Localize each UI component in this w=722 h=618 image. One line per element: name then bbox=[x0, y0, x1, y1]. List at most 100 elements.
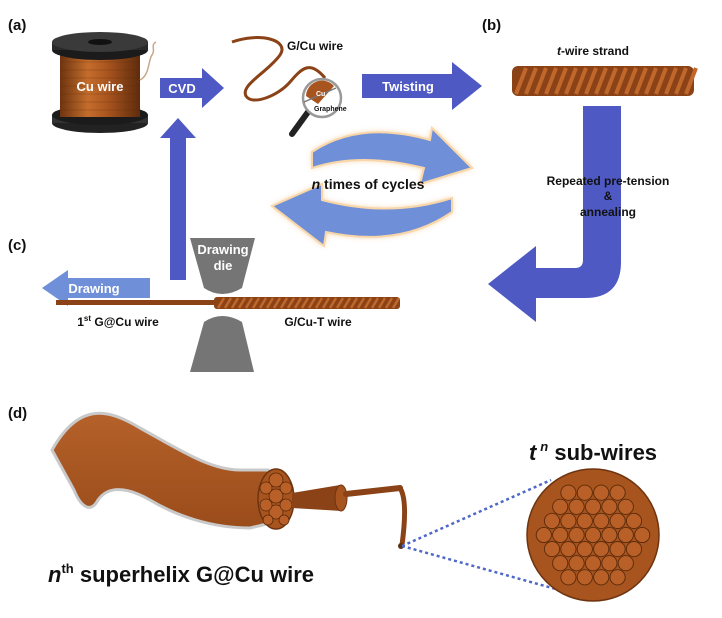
sub-wire bbox=[617, 526, 634, 544]
twist-stripe bbox=[314, 297, 324, 309]
twist-stripe bbox=[654, 67, 668, 95]
twist-stripe bbox=[293, 297, 303, 309]
twist-stripe bbox=[684, 67, 698, 95]
cvd-label: CVD bbox=[168, 81, 195, 96]
cycles-label: n times of cycles bbox=[312, 176, 425, 192]
svg-text:Repeated pre-tension: Repeated pre-tension bbox=[547, 174, 670, 188]
twist-stripe bbox=[321, 297, 331, 309]
twist-stripe bbox=[384, 297, 394, 309]
sub-wire bbox=[634, 526, 651, 544]
twist-stripe bbox=[335, 297, 345, 309]
sub-wire bbox=[560, 512, 577, 529]
sub-wire bbox=[568, 498, 585, 515]
sub-wire bbox=[552, 555, 569, 572]
twist-stripe bbox=[342, 297, 352, 309]
twist-stripe bbox=[674, 67, 688, 95]
sub-wire bbox=[601, 526, 618, 544]
twist-stripe bbox=[272, 297, 282, 309]
twist-stripe bbox=[363, 297, 373, 309]
twist-stripe bbox=[265, 297, 275, 309]
twisting-arrow: Twisting bbox=[362, 62, 482, 110]
drawing-label: Drawing bbox=[68, 281, 119, 296]
gcu-t-wire bbox=[214, 297, 401, 309]
sub-wire bbox=[584, 526, 602, 544]
strand-label: t-wire strand bbox=[557, 44, 629, 58]
svg-text:&: & bbox=[604, 189, 613, 203]
sub-wire bbox=[543, 512, 561, 529]
sub-wire bbox=[568, 555, 585, 572]
sub-wire bbox=[584, 555, 602, 572]
cu-wire-spool: Cu wire bbox=[52, 32, 157, 133]
sub-wire bbox=[609, 541, 626, 558]
sub-wire bbox=[576, 569, 593, 586]
sub-wire bbox=[576, 484, 593, 501]
sub-wire bbox=[625, 512, 643, 529]
subwire-cross-section bbox=[526, 468, 660, 602]
twist-stripe bbox=[584, 67, 598, 95]
sub-wire bbox=[609, 484, 626, 501]
sub-wire bbox=[593, 569, 610, 586]
gcu-wire-label: G/Cu wire bbox=[287, 39, 343, 53]
sub-wire bbox=[593, 512, 610, 529]
twist-stripe bbox=[664, 67, 678, 95]
panel-label-c: (c) bbox=[8, 237, 26, 254]
die-label-line2: die bbox=[214, 258, 233, 273]
twist-stripe bbox=[251, 297, 261, 309]
twist-stripe bbox=[624, 67, 638, 95]
twist-stripe bbox=[328, 297, 338, 309]
sub-wire bbox=[552, 526, 569, 544]
sub-wire bbox=[535, 526, 552, 544]
twist-stripe bbox=[244, 297, 254, 309]
twist-stripe bbox=[286, 297, 296, 309]
twist-stripe bbox=[544, 67, 558, 95]
sub-wire bbox=[593, 541, 610, 558]
die-label-line1: Drawing bbox=[197, 242, 248, 257]
panel-label-b: (b) bbox=[482, 17, 501, 34]
first-gcu-wire-label: 1st G@Cu wire bbox=[77, 314, 159, 329]
first-gcu-wire bbox=[56, 300, 214, 305]
twist-stripe bbox=[223, 297, 233, 309]
sub-wire bbox=[576, 541, 593, 558]
twist-stripe bbox=[279, 297, 289, 309]
sub-wire bbox=[625, 541, 643, 558]
twist-stripe bbox=[564, 67, 578, 95]
twist-stripe bbox=[216, 297, 226, 309]
twist-stripe bbox=[391, 297, 401, 309]
twist-stripe bbox=[370, 297, 380, 309]
sub-wire bbox=[601, 498, 618, 515]
magnifier-icon: Cu Graphene bbox=[289, 77, 347, 137]
cvd-arrow: CVD bbox=[160, 68, 224, 108]
twist-stripe bbox=[377, 297, 387, 309]
drawing-die: Drawing die bbox=[190, 238, 255, 372]
twist-stripe bbox=[604, 67, 618, 95]
gcu-wire: G/Cu wire bbox=[231, 36, 343, 102]
twist-stripe bbox=[300, 297, 310, 309]
sub-wire bbox=[576, 512, 593, 529]
sub-wire bbox=[617, 498, 634, 515]
drawing-arrow: Drawing bbox=[42, 270, 150, 306]
twist-stripe bbox=[634, 67, 648, 95]
panel-label-d: (d) bbox=[8, 405, 27, 422]
pretension-arrow bbox=[488, 106, 621, 322]
cycle-arrows bbox=[270, 125, 474, 248]
sub-wire bbox=[560, 541, 577, 558]
twist-stripe bbox=[237, 297, 247, 309]
twist-stripe bbox=[349, 297, 359, 309]
twist-stripe bbox=[534, 67, 548, 95]
svg-text:annealing: annealing bbox=[580, 205, 636, 219]
sub-wire bbox=[584, 498, 602, 515]
sub-wire bbox=[609, 569, 626, 586]
twist-stripe bbox=[594, 67, 608, 95]
sub-wire bbox=[560, 569, 577, 586]
inset-graphene-label: Graphene bbox=[314, 106, 347, 113]
sub-wire bbox=[568, 526, 585, 544]
inset-cu-label: Cu bbox=[316, 91, 325, 98]
superhelix-wire bbox=[50, 411, 408, 549]
spool-label: Cu wire bbox=[77, 79, 124, 94]
twist-stripe bbox=[574, 67, 588, 95]
twist-stripe bbox=[258, 297, 268, 309]
twist-stripe bbox=[356, 297, 366, 309]
superhelix-label: nth superhelix G@Cu wire bbox=[48, 561, 314, 587]
